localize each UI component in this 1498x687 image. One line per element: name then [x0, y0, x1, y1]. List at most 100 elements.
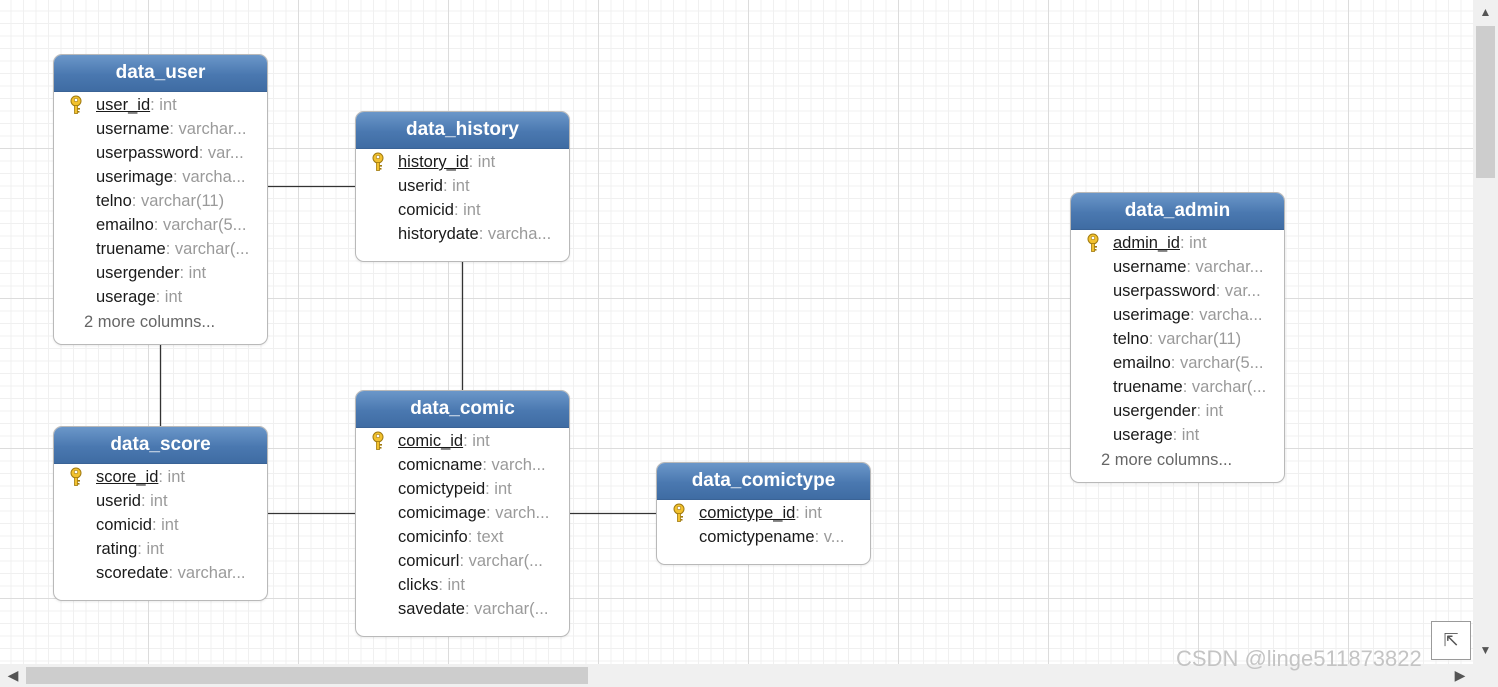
- key-icon: [1087, 233, 1099, 252]
- column[interactable]: rating: int: [54, 537, 267, 561]
- entity-title[interactable]: data_user: [54, 55, 267, 92]
- column-type: : text: [467, 528, 504, 546]
- column-type: : varcha...: [478, 225, 552, 243]
- column[interactable]: telno: varchar(11): [1071, 327, 1284, 351]
- column-type: : int: [150, 96, 177, 114]
- column[interactable]: usergender: int: [1071, 399, 1284, 423]
- column-type: : int: [179, 264, 207, 282]
- column[interactable]: userimage: varcha...: [54, 165, 267, 189]
- more-columns-link[interactable]: 2 more columns...: [1101, 451, 1233, 469]
- primary-key-column[interactable]: history_id: int: [356, 150, 569, 174]
- primary-key-column[interactable]: comictype_id: int: [657, 501, 870, 525]
- column[interactable]: userpassword: var...: [1071, 279, 1284, 303]
- entity-title[interactable]: data_score: [54, 427, 267, 464]
- column[interactable]: clicks: int: [356, 573, 569, 597]
- relationship-lines: [159, 185, 656, 515]
- column[interactable]: truename: varchar(...: [54, 237, 267, 261]
- column-type: : int: [151, 516, 179, 534]
- column-name: user_id: [96, 96, 151, 114]
- column-type: : int: [463, 432, 490, 450]
- column-name: usergender: [1113, 402, 1197, 420]
- column[interactable]: username: varchar...: [54, 117, 267, 141]
- column[interactable]: scoredate: varchar...: [54, 561, 267, 585]
- column-type: : int: [795, 504, 822, 522]
- column-name: historydate: [398, 225, 479, 243]
- primary-key-column[interactable]: comic_id: int: [356, 429, 569, 453]
- column[interactable]: emailno: varchar(5...: [54, 213, 267, 237]
- column[interactable]: usergender: int: [54, 261, 267, 285]
- column-type: : varchar(...: [165, 240, 250, 258]
- column[interactable]: userage: int: [1071, 423, 1284, 447]
- scroll-right-icon[interactable]: ▶: [1454, 667, 1466, 683]
- column[interactable]: comictypeid: int: [356, 477, 569, 501]
- column[interactable]: comicinfo: text: [356, 525, 569, 549]
- column-type: : int: [438, 576, 465, 594]
- column-type: : varchar(11): [1148, 330, 1242, 348]
- column-name: usergender: [96, 264, 180, 282]
- column-name: comicimage: [398, 504, 487, 522]
- column-name: comicinfo: [398, 528, 468, 546]
- entity-title[interactable]: data_admin: [1071, 193, 1284, 230]
- column[interactable]: comicname: varch...: [356, 453, 569, 477]
- column-name: savedate: [398, 600, 465, 618]
- horizontal-scrollbar[interactable]: ◀ ▶: [0, 664, 1473, 687]
- column[interactable]: username: varchar...: [1071, 255, 1284, 279]
- overview-navigator-button[interactable]: ⇱: [1431, 621, 1471, 660]
- column[interactable]: userid: int: [356, 174, 569, 198]
- column[interactable]: comicid: int: [54, 513, 267, 537]
- more-columns-link[interactable]: 2 more columns...: [84, 313, 216, 331]
- column-type: : int: [137, 540, 164, 558]
- vertical-scroll-thumb[interactable]: [1476, 26, 1495, 178]
- entity-title[interactable]: data_history: [356, 112, 569, 149]
- scroll-left-icon[interactable]: ◀: [7, 667, 19, 683]
- primary-key-column[interactable]: user_id: int: [54, 93, 267, 117]
- column[interactable]: userage: int: [54, 285, 267, 309]
- column[interactable]: emailno: varchar(5...: [1071, 351, 1284, 375]
- horizontal-scroll-thumb[interactable]: [26, 667, 588, 684]
- column[interactable]: comicurl: varchar(...: [356, 549, 569, 573]
- column[interactable]: userpassword: var...: [54, 141, 267, 165]
- column[interactable]: userimage: varcha...: [1071, 303, 1284, 327]
- column-name: admin_id: [1113, 234, 1180, 252]
- column-type: : varchar(...: [464, 600, 549, 618]
- key-icon: [372, 431, 384, 450]
- column-name: userage: [96, 288, 156, 306]
- column[interactable]: userid: int: [54, 489, 267, 513]
- column-name: comictypeid: [398, 480, 486, 498]
- column-type: : varcha...: [1190, 306, 1263, 324]
- column[interactable]: comictypename: v...: [657, 525, 870, 549]
- column-name: comicurl: [398, 552, 460, 570]
- column-type: : var...: [198, 144, 244, 162]
- column-name: userid: [398, 177, 443, 195]
- vertical-scrollbar[interactable]: ▲ ▼: [1473, 0, 1498, 664]
- primary-key-column[interactable]: admin_id: int: [1071, 231, 1284, 255]
- column-name: truename: [96, 240, 166, 258]
- column[interactable]: comicimage: varch...: [356, 501, 569, 525]
- column[interactable]: telno: varchar(11): [54, 189, 267, 213]
- column-name: userimage: [96, 168, 174, 186]
- scroll-down-icon[interactable]: ▼: [1479, 643, 1492, 657]
- entity-title[interactable]: data_comic: [356, 391, 569, 428]
- scroll-up-icon[interactable]: ▲: [1479, 5, 1492, 19]
- column-type: : varcha...: [173, 168, 246, 186]
- column-type: : varchar...: [1186, 258, 1264, 276]
- scrollbar-corner: [1473, 664, 1498, 687]
- column[interactable]: savedate: varchar(...: [356, 597, 569, 621]
- column-name: truename: [1113, 378, 1183, 396]
- column[interactable]: historydate: varcha...: [356, 222, 569, 246]
- column[interactable]: truename: varchar(...: [1071, 375, 1284, 399]
- entity-title[interactable]: data_comictype: [657, 463, 870, 500]
- column[interactable]: comicid: int: [356, 198, 569, 222]
- primary-key-column[interactable]: score_id: int: [54, 465, 267, 489]
